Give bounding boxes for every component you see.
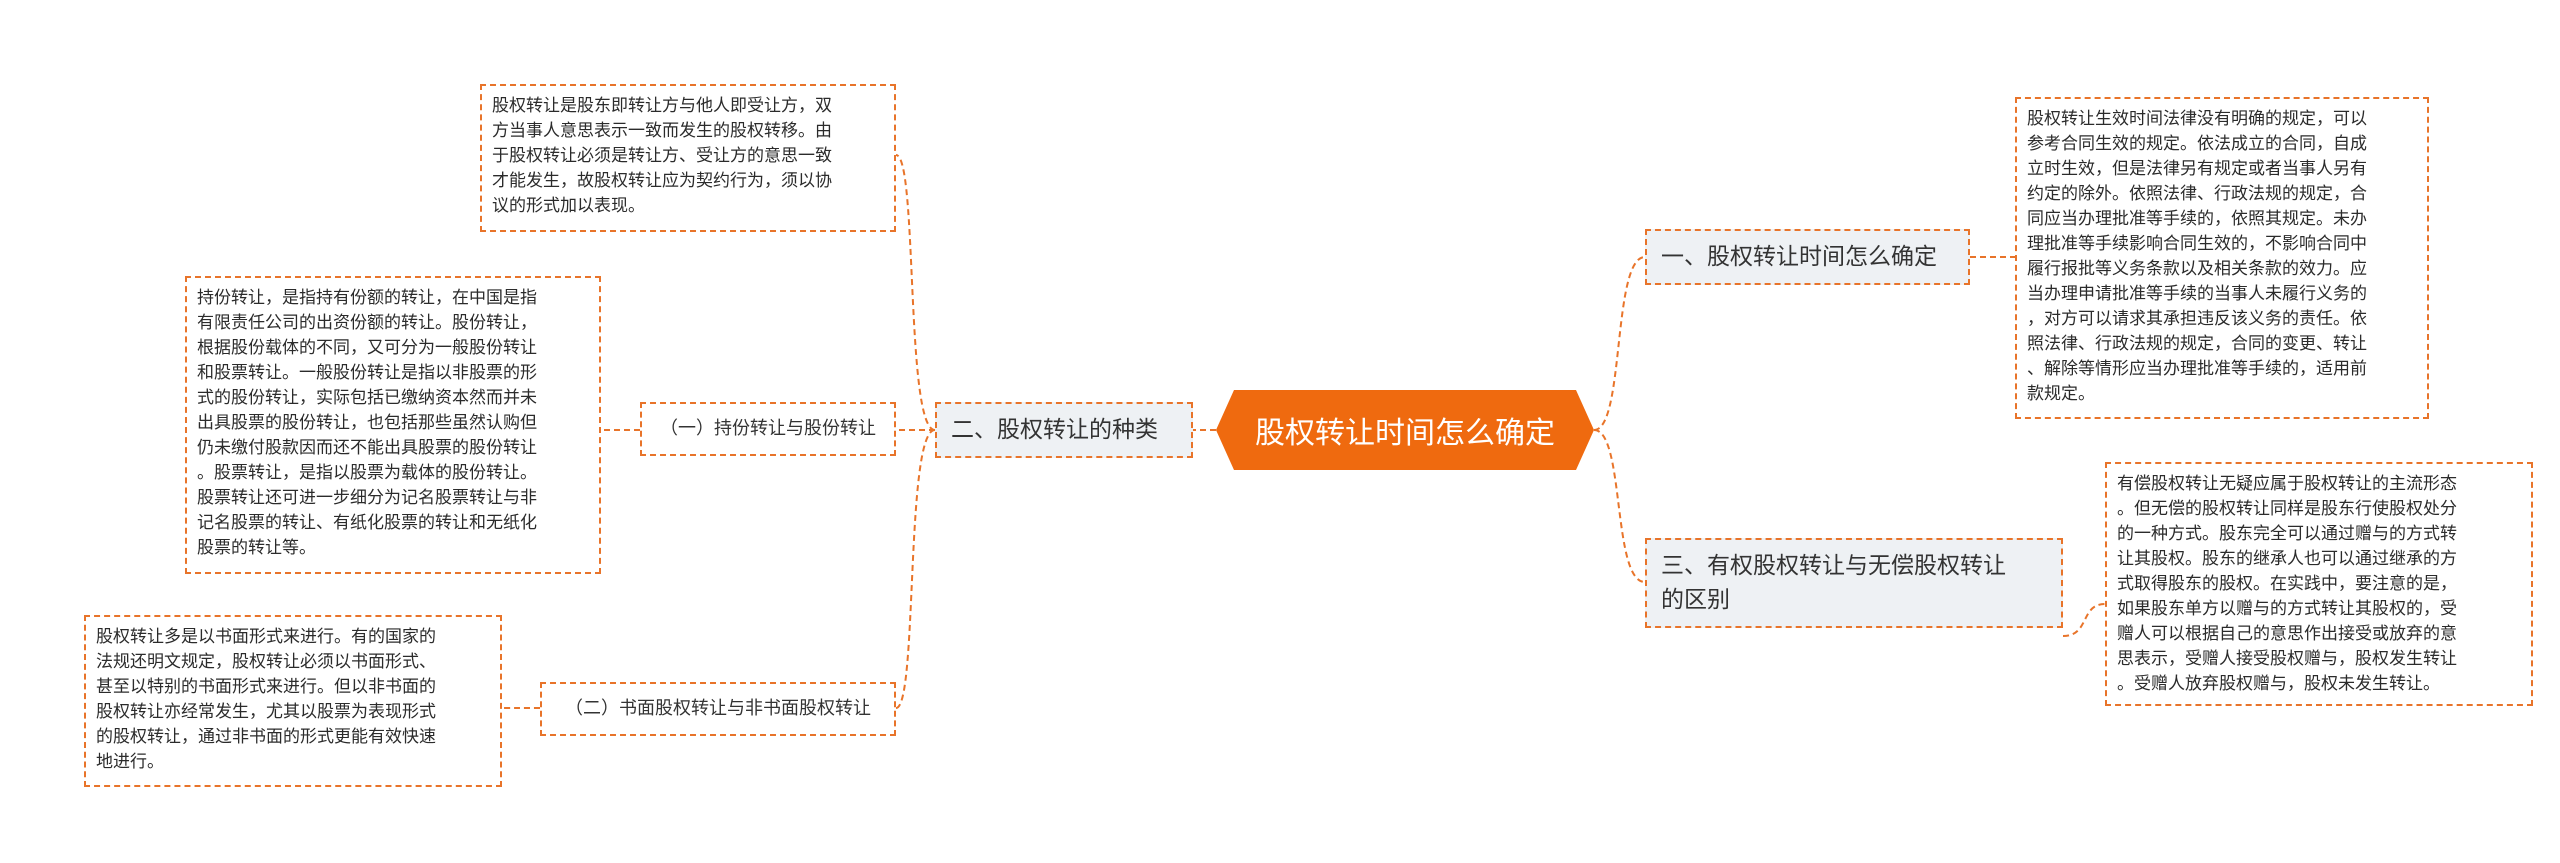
sub-1-note: 持份转让，是指持有份额的转让，在中国是指 有限责任公司的出资份额的转让。股份转让…: [185, 276, 601, 574]
root-shape: [1216, 390, 1594, 470]
connector-b3-note: [2062, 603, 2106, 637]
sub-2-note: 股权转让多是以书面形式来进行。有的国家的 法规还明文规定，股权转让必须以书面形式…: [84, 615, 502, 787]
branch-3-paid-vs-free[interactable]: 三、有权股权转让与无偿股权转让 的区别: [1645, 538, 2063, 628]
branch-2-transfer-types[interactable]: 二、股权转让的种类: [935, 402, 1193, 458]
sub-2-written-transfer[interactable]: （二）书面股权转让与非书面股权转让: [540, 682, 896, 736]
branch-3-label: 三、有权股权转让与无偿股权转让 的区别: [1661, 553, 2006, 613]
branch-1-time-determination[interactable]: 一、股权转让时间怎么确定: [1645, 229, 1970, 285]
branch-1-note: 股权转让生效时间法律没有明确的规定，可以 参考合同生效的规定。依法成立的合同，自…: [2015, 97, 2429, 419]
root-title: 股权转让时间怎么确定: [1255, 416, 1555, 451]
branch-3-note: 有偿股权转让无疑应属于股权转让的主流形态 。但无偿的股权转让同样是股东行使股权处…: [2105, 462, 2533, 706]
branch-1-label: 一、股权转让时间怎么确定: [1661, 244, 1937, 270]
sub-2-label: （二）书面股权转让与非书面股权转让: [565, 698, 871, 719]
sub-1-share-transfer[interactable]: （一）持份转让与股份转让: [640, 402, 896, 456]
connector-root-b1: [1593, 256, 1646, 431]
branch-2-note: 股权转让是股东即转让方与他人即受让方，双 方当事人意思表示一致而发生的股权转移。…: [480, 84, 896, 232]
connector-b2-note: [895, 154, 936, 431]
root-node[interactable]: 股权转让时间怎么确定: [1216, 390, 1594, 470]
connector-b2-sub2: [895, 429, 936, 709]
connector-root-b3: [1593, 429, 1646, 583]
branch-2-label: 二、股权转让的种类: [951, 417, 1158, 443]
sub-1-label: （一）持份转让与股份转让: [660, 418, 876, 439]
